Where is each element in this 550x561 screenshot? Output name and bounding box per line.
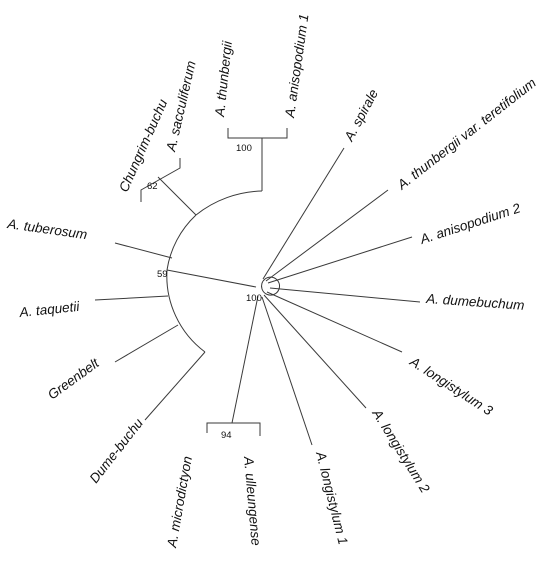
clade-top-arc <box>195 190 263 216</box>
taxon-label-a-spirale: A. spirale <box>341 87 381 145</box>
taxon-label-a-microdictyon: A. microdictyon <box>164 455 195 549</box>
taxon-label-a-tuberosum: A. tuberosum <box>6 216 89 242</box>
branch-a-dumebuchum <box>269 287 421 303</box>
taxon-label-a-thunbergii-teretifolium: A. thunbergii var. teretifolium <box>394 75 539 193</box>
clade-94-bracket <box>206 422 261 436</box>
taxon-label-a-longistylum-3: A. longistylum 3 <box>407 353 496 418</box>
branch-a-spirale <box>262 147 345 280</box>
branch-clade-94 <box>231 295 259 424</box>
taxon-label-a-thunbergii: A. thunbergii <box>212 39 235 118</box>
branch-greenbelt <box>114 324 179 363</box>
branch-a-thunbergii-teretifolium <box>265 189 389 282</box>
branch-a-longistylum-3 <box>266 291 403 353</box>
branch-a-taquetii <box>94 295 169 301</box>
branch-a-tuberosum <box>114 242 173 259</box>
taxon-label-a-anisopodium-1: A. anisopodium 1 <box>282 13 312 119</box>
taxon-label-a-anisopodium-2: A. anisopodium 2 <box>417 200 522 247</box>
branch-clade-62 <box>157 176 197 216</box>
taxon-label-chungrim-buchu: Chungrim-buchu <box>116 96 170 194</box>
bootstrap-100-top: 100 <box>236 143 252 154</box>
bootstrap-94: 94 <box>221 430 232 441</box>
taxon-label-a-ulleungense: A. ulleungense <box>241 455 264 546</box>
branch-clade-59 <box>166 269 257 288</box>
taxon-label-a-longistylum-2: A. longistylum 2 <box>369 406 433 496</box>
clade-59-arc <box>166 214 206 353</box>
taxon-label-a-dumebuchum: A. dumebuchum <box>425 291 525 313</box>
branch-dume-buchu <box>144 351 206 421</box>
clade-62-bracket <box>140 158 181 202</box>
taxon-label-dume-buchu: Dume-buchu <box>87 415 147 486</box>
branch-a-longistylum-1 <box>261 296 313 446</box>
bootstrap-59: 59 <box>157 269 168 280</box>
clade-100-top-bracket <box>227 128 288 139</box>
branch-a-anisopodium-2 <box>267 236 413 284</box>
bootstrap-62: 62 <box>147 181 158 192</box>
bootstrap-100-root: 100 <box>246 293 262 304</box>
taxon-label-a-taquetii: A. taquetii <box>18 299 81 320</box>
branch-a-longistylum-2 <box>263 294 367 409</box>
taxon-label-greenbelt: Greenbelt <box>45 355 103 403</box>
taxon-label-a-longistylum-1: A. longistylum 1 <box>313 449 351 546</box>
